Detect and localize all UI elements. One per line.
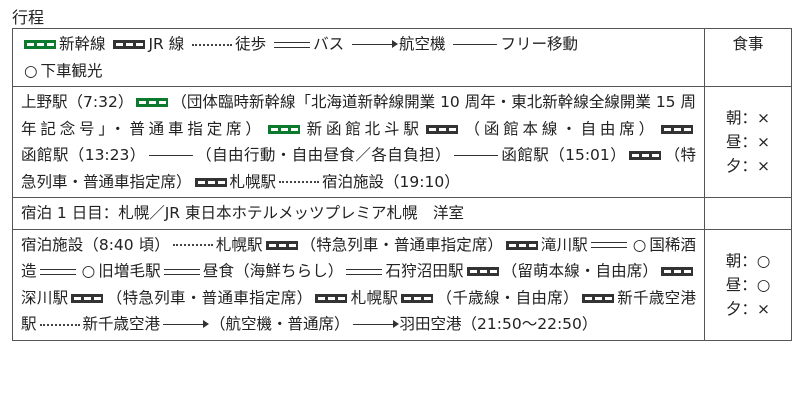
jr-line-icon — [401, 293, 434, 303]
day2-content: 宿泊施設（8:40 頃）札幌駅（特急列車・普通車指定席）滝川駅○国稀酒造○旧増毛… — [21, 232, 696, 338]
text-segment: 札幌駅 — [229, 172, 277, 191]
free-move-line-icon — [148, 155, 193, 156]
text-segment: 新千歳空港 — [82, 315, 161, 333]
hotel-info: 宿泊 1 日目：札幌／JR 東日本ホテルメッツプレミア札幌 洋室 — [12, 197, 705, 230]
legend: 新幹線 JR 線 徒歩 バス 航空機 フリー移動 ○下車観光 — [12, 28, 705, 87]
jr-line-icon — [194, 177, 227, 187]
text-segment: （函館本線・自由席） — [460, 119, 658, 138]
text-segment: 下車観光 — [40, 61, 103, 80]
text-segment: 徒歩 — [235, 35, 272, 53]
text-segment: 宿泊施設（19:10） — [322, 172, 460, 191]
meal-lunch: 昼：× — [726, 133, 770, 151]
shinkansen-icon — [24, 40, 56, 49]
legend-content: 新幹線 JR 線 徒歩 バス 航空機 フリー移動 ○下車観光 — [21, 31, 696, 84]
text-segment: フリー移動 — [500, 35, 578, 53]
legend-row: 新幹線 JR 線 徒歩 バス 航空機 フリー移動 ○下車観光 食事 — [12, 28, 792, 87]
day1-meals: 朝：× 昼：× 夕：× — [704, 86, 792, 198]
bus-double-line-icon — [39, 268, 76, 275]
text-segment: JR 線 — [148, 35, 190, 53]
airplane-arrow-icon — [352, 320, 399, 328]
free-move-line-icon — [453, 44, 498, 45]
shinkansen-icon — [267, 124, 300, 134]
sightseeing-circle-icon: ○ — [81, 262, 96, 280]
day2-itinerary: 宿泊施設（8:40 頃）札幌駅（特急列車・普通車指定席）滝川駅○国稀酒造○旧増毛… — [12, 228, 705, 341]
text-segment: 旧増毛駅 — [98, 262, 161, 280]
bus-double-line-icon — [163, 268, 200, 275]
text-segment: （航空機・普通席） — [210, 315, 350, 333]
text-segment: 札幌駅 — [350, 288, 399, 307]
bus-double-line-icon — [590, 242, 627, 248]
free-move-line-icon — [453, 155, 498, 156]
text-segment: 新函館北斗駅 — [302, 119, 423, 138]
jr-line-icon — [660, 267, 693, 276]
walk-dotted-line-icon — [172, 244, 213, 246]
airplane-arrow-icon — [352, 40, 399, 48]
text-segment: 国稀酒造 — [21, 235, 696, 281]
text-segment: 宿泊施設（8:40 頃） — [21, 235, 170, 254]
text-segment: 函館駅（15:01） — [500, 146, 627, 164]
text-segment: （特急列車・普通車指定席） — [300, 235, 503, 254]
hotel-meal-empty — [704, 197, 792, 230]
meal-dinner: 夕：× — [726, 157, 770, 175]
meal-dinner: 夕：× — [726, 299, 770, 318]
day2-row: 宿泊施設（8:40 頃）札幌駅（特急列車・普通車指定席）滝川駅○国稀酒造○旧増毛… — [12, 228, 792, 341]
text-segment: 航空機 — [399, 35, 451, 53]
day1-row: 上野駅（7:32）（団体臨時新幹線「北海道新幹線開業 10 周年・東北新幹線全線… — [12, 86, 792, 198]
text-segment: 深川駅 — [21, 288, 69, 307]
jr-line-icon — [660, 124, 693, 134]
text-segment: 札幌駅 — [215, 235, 263, 254]
text-segment: 昼食（海鮮ちらし） — [202, 262, 344, 280]
jr-line-icon — [113, 40, 146, 49]
text-segment: （留萌本線・自由席） — [501, 262, 658, 280]
day2-meals: 朝：○ 昼：○ 夕：× — [704, 228, 792, 341]
jr-line-icon — [505, 240, 538, 250]
walk-dotted-line-icon — [39, 323, 80, 326]
airplane-arrow-icon — [163, 320, 210, 328]
bus-double-line-icon — [274, 41, 311, 48]
hotel-row: 宿泊 1 日目：札幌／JR 東日本ホテルメッツプレミア札幌 洋室 — [12, 197, 792, 230]
sightseeing-circle-icon: ○ — [24, 61, 38, 80]
text-segment: 新幹線 — [59, 35, 111, 53]
shinkansen-icon — [136, 98, 169, 107]
walk-dotted-line-icon — [192, 43, 233, 46]
jr-line-icon — [581, 293, 614, 303]
meal-breakfast: 朝：× — [726, 109, 770, 127]
jr-line-icon — [425, 124, 458, 134]
text-segment: 滝川駅 — [540, 235, 588, 254]
jr-line-icon — [466, 267, 499, 276]
text-segment: バス — [313, 35, 350, 53]
meal-lunch: 昼：○ — [725, 275, 771, 294]
jr-line-icon — [71, 293, 104, 303]
day1-itinerary: 上野駅（7:32）（団体臨時新幹線「北海道新幹線開業 10 周年・東北新幹線全線… — [12, 86, 705, 198]
text-segment: 上野駅（7:32） — [21, 93, 134, 111]
section-title: 行程 — [12, 8, 45, 27]
text-segment: 羽田空港（21:50〜22:50） — [399, 315, 598, 333]
meal-breakfast: 朝：○ — [725, 251, 771, 270]
text-segment: 函館駅（13:23） — [21, 146, 146, 164]
text-segment: （団体臨時新幹線「北海道新幹線開業 10 周年・東北新幹線全線開業 15 周年記… — [21, 93, 696, 138]
meal-header: 食事 — [704, 28, 792, 87]
itinerary-table: 新幹線 JR 線 徒歩 バス 航空機 フリー移動○下車観光 食事 上野駅（7:3… — [12, 28, 792, 341]
text-segment: （特急列車・普通車指定席） — [21, 146, 696, 191]
sightseeing-circle-icon: ○ — [632, 235, 647, 254]
text-segment: 新千歳空港駅 — [21, 288, 696, 334]
text-segment: （特急列車・普通車指定席） — [106, 288, 313, 307]
jr-line-icon — [265, 240, 298, 250]
walk-dotted-line-icon — [279, 181, 320, 183]
day1-content: 上野駅（7:32）（団体臨時新幹線「北海道新幹線開業 10 周年・東北新幹線全線… — [21, 89, 696, 195]
text-segment: （千歳線・自由席） — [436, 288, 579, 307]
jr-line-icon — [315, 293, 348, 303]
text-segment: （自由行動・自由昼食／各自負担） — [195, 146, 451, 164]
bus-double-line-icon — [346, 268, 383, 275]
jr-line-icon — [629, 151, 662, 160]
text-segment: 石狩沼田駅 — [385, 262, 464, 280]
